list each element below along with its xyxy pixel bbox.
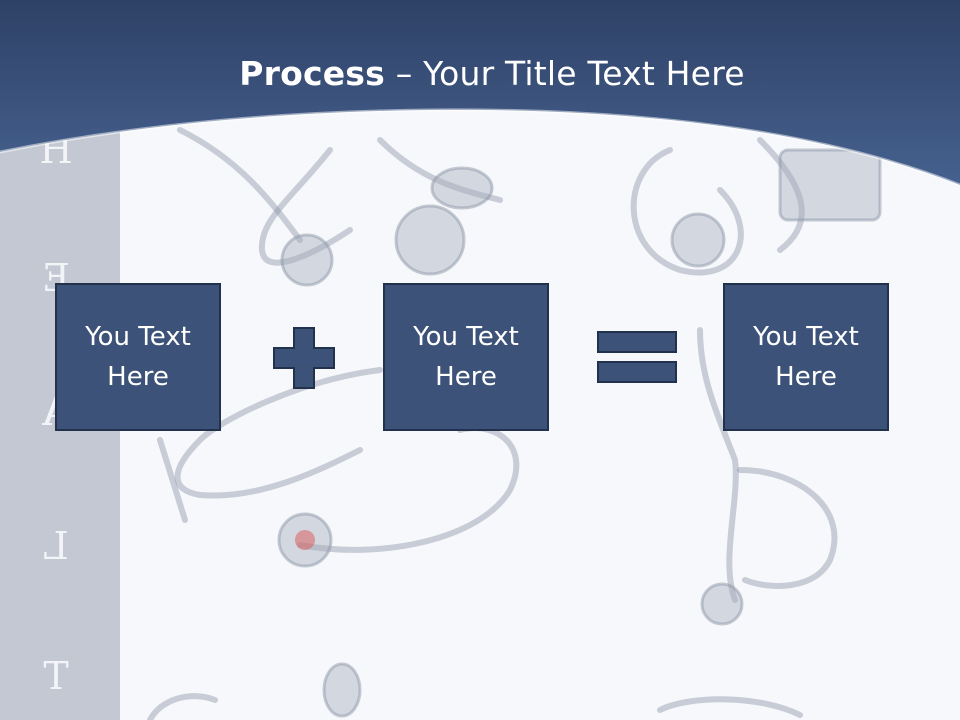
header-band [0,0,960,187]
process-box-2-text: You Text Here [396,317,536,397]
title-rest: Your Title Text Here [423,54,745,93]
title-bold: Process [239,54,385,93]
process-box-3-line2: Here [775,362,837,392]
process-box-3-line1: You Text [753,322,859,352]
side-letter-t: T [43,654,69,698]
process-box-2-line1: You Text [413,322,519,352]
process-box-1-text: You Text Here [68,317,208,397]
process-box-2[interactable]: You Text Here [383,283,549,431]
slide-title: Process – Your Title Text Here [0,52,960,96]
process-box-1-line2: Here [107,362,169,392]
equals-icon [597,331,677,383]
plus-icon [273,327,335,389]
title-separator: – [385,54,424,93]
process-box-2-line2: Here [435,362,497,392]
process-box-3[interactable]: You Text Here [723,283,889,431]
process-box-1-line1: You Text [85,322,191,352]
process-box-1[interactable]: You Text Here [55,283,221,431]
process-box-3-text: You Text Here [736,317,876,397]
